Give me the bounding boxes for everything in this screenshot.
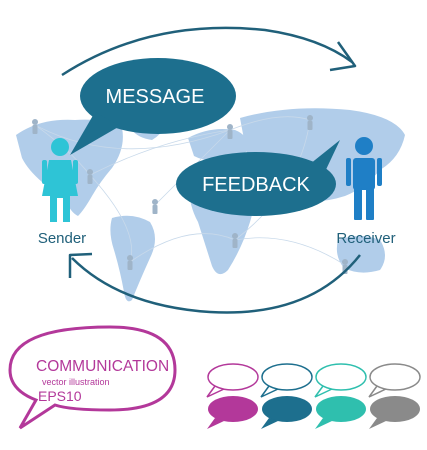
- bubble-palette-outline: [206, 363, 421, 398]
- caption-subtitle: vector illustration: [42, 377, 110, 387]
- filled-bubble-teal: [315, 396, 366, 429]
- caption-format: EPS10: [38, 388, 82, 404]
- receiver-figure: [346, 137, 382, 220]
- bubble-palette-filled: [207, 396, 420, 429]
- person-node: [32, 119, 38, 134]
- person-node: [152, 199, 158, 214]
- bottom-arrow: [68, 252, 361, 314]
- outline-bubble-blue: [260, 363, 313, 398]
- person-node: [127, 255, 133, 270]
- message-label: MESSAGE: [106, 86, 205, 108]
- message-bubble: MESSAGE: [70, 58, 236, 155]
- map-europe: [188, 129, 249, 161]
- network-people: [32, 115, 348, 274]
- caption-title: COMMUNICATION: [36, 358, 169, 375]
- outline-bubble-teal: [314, 363, 367, 398]
- receiver-label: Receiver: [336, 230, 395, 247]
- feedback-label: FEEDBACK: [202, 174, 310, 196]
- filled-bubble-blue: [261, 396, 312, 429]
- person-node: [232, 233, 238, 248]
- sender-figure: [42, 138, 78, 222]
- person-node: [227, 124, 233, 139]
- person-node: [87, 169, 93, 184]
- sender-label: Sender: [38, 230, 86, 247]
- feedback-bubble: FEEDBACK: [176, 140, 340, 216]
- filled-bubble-gray: [369, 396, 420, 429]
- top-arrow: [61, 26, 357, 77]
- person-node: [307, 115, 313, 130]
- outline-bubble-magenta: [206, 363, 259, 398]
- map-australia: [336, 236, 385, 273]
- caption-bubble: COMMUNICATION vector illustration EPS10: [8, 325, 177, 430]
- outline-bubble-gray: [368, 363, 421, 398]
- filled-bubble-magenta: [207, 396, 258, 429]
